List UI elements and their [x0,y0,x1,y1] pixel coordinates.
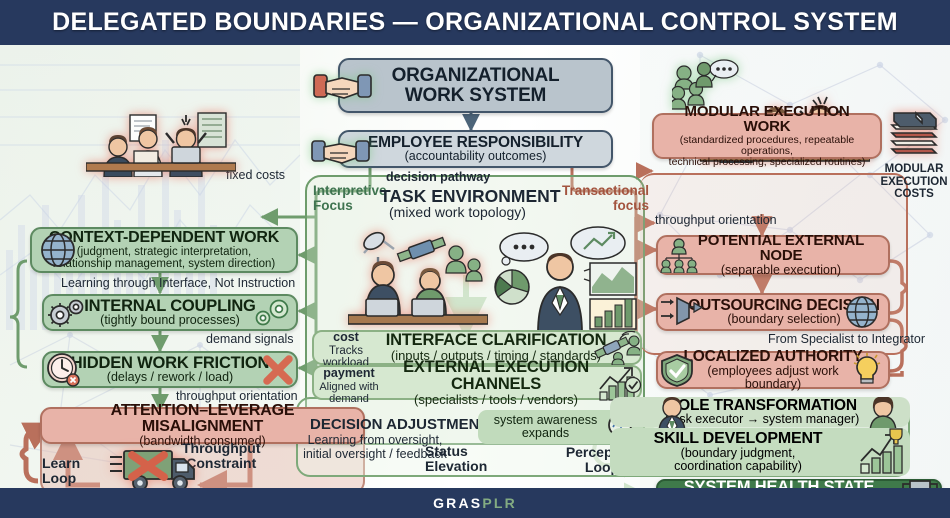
remote-work-icon [348,231,488,325]
gears-icon [48,299,84,327]
node-organizational-work-system[interactable]: ORGANIZATIONAL WORK SYSTEM [338,58,613,113]
shield-check-icon [661,354,693,387]
node-role-transformation[interactable]: ROLE TRANSFORMATION (task executor → sys… [610,397,910,427]
node-subtitle: (delays / rework / load) [106,370,234,385]
node-subtitle: (accountability outcomes) [404,149,547,164]
growth-chart-icon [599,367,642,401]
node-title: MODULAR EXECUTION WORK [684,103,850,136]
label-throughput-constraint: Throughput Constraint [182,440,261,472]
node-title: ROLE TRANSFORMATION [667,396,857,414]
panel-center-task-environment [305,175,645,445]
tag-payment-sub: Aligned with demand [319,380,379,405]
globe-icon [846,296,878,328]
node-title: ORGANIZATIONAL WORK SYSTEM [391,65,560,106]
truck-blocked-icon [110,450,195,488]
team-group-icon [672,59,739,110]
diagram-canvas: ORGANIZATIONAL WORK SYSTEM EMPLOYEE RESP… [0,45,950,488]
node-system-health-state[interactable]: SYSTEM HEALTH STATE (adaptive coupling, … [656,479,942,488]
lightbulb-icon [853,353,881,384]
node-title: CONTEXT-DEPENDENT WORK [48,228,280,246]
page-header: DELEGATED BOUNDARIES — ORGANIZATIONAL CO… [0,0,950,45]
label-learn-loop: Learn Loop [42,455,81,487]
label-learning-through-interface: Learning through Interface, Not Instruct… [61,276,296,290]
stressed-team-icon [86,112,236,177]
node-subtitle: (specialists / tools / vendors) [413,391,578,407]
node-interface-clarification[interactable]: INTERFACE CLARIFICATION (inputs / output… [312,330,642,365]
node-potential-external-node[interactable]: POTENTIAL EXTERNAL NODE (separable execu… [656,232,890,277]
node-subtitle: (judgment, strategic interpretation, rel… [52,246,276,271]
label-throughput-orientation-left: throughput orientation [176,389,298,403]
node-attention-leverage-misalignment[interactable]: ATTENTION–LEVERAGE MISALIGNMENT (bandwid… [40,402,365,448]
node-modular-execution-work[interactable]: MODULAR EXECUTION WORK (standardized pro… [652,104,882,167]
node-subtitle: (bandwidth consumed) [139,434,266,449]
org-tree-icon [660,238,698,273]
handshake-icon [311,140,370,164]
node-subtitle: (standardized procedures, repeatable ope… [668,133,866,168]
tag-payment-title: payment [323,366,375,380]
label-decision-adjustment-title: DECISION ADJUSTMENT [310,416,489,433]
node-hidden-work-friction[interactable]: HIDDEN WORK FRICTION (delays / rework / … [42,351,298,388]
tag-payment: payment Aligned with demand [314,366,384,405]
node-subtitle: (boundary judgment, coordination capabil… [674,446,802,474]
node-label: system awareness expands [493,412,598,440]
brand-logo: GRASPLR [433,495,517,511]
node-subtitle: (task executor → system manager) [664,412,860,427]
label-throughput-orientation-right: throughput orientation [655,213,777,227]
node-title: LOCALIZED AUTHORITY [683,347,863,365]
node-title: EXTERNAL EXECUTION CHANNELS [403,357,589,393]
page-footer: GRASPLR [0,488,950,518]
gears-icon [255,299,289,326]
node-skill-development[interactable]: SKILL DEVELOPMENT (boundary judgment, co… [610,428,910,476]
brand-part-2: PLR [482,495,517,511]
node-title: ATTENTION–LEVERAGE MISALIGNMENT [110,401,295,435]
label-task-environment-subtitle: (mixed work topology) [389,204,526,220]
label-transactional-focus: Transactional focus [561,183,649,213]
node-subtitle: (employees adjust work boundary) [707,363,839,391]
globe-icon [41,233,75,267]
node-localized-authority[interactable]: LOCALIZED AUTHORITY (employees adjust wo… [656,347,890,391]
node-title: EMPLOYEE RESPONSIBILITY [367,133,584,151]
node-title: POTENTIAL EXTERNAL NODE [697,232,865,265]
clock-icon [47,353,80,387]
page-title: DELEGATED BOUNDARIES — ORGANIZATIONAL CO… [52,8,898,36]
node-title: SKILL DEVELOPMENT [653,429,823,447]
node-subtitle: (separable execution) [720,262,842,277]
analyst-icon [494,226,637,333]
label-specialist-to-integrator: From Specialist to Integrator [768,332,926,346]
cross-icon [263,355,293,385]
node-title: SYSTEM HEALTH STATE [683,478,875,488]
label-decision-pathway: decision pathway [386,170,491,184]
label-fixed-costs: fixed costs [226,168,286,182]
label-status-elevation: Status Elevation [425,443,488,475]
node-subtitle: (boundary selection) [727,312,841,327]
label-task-environment-title: TASK ENVIRONMENT [380,186,561,206]
label-decision-adjustment-subtitle: Learning from oversight, initial oversig… [303,433,447,461]
node-title: OUTSOURCING DECISION [688,296,880,314]
node-external-execution-channels[interactable]: EXTERNAL EXECUTION CHANNELS (specialists… [312,359,642,406]
books-stack-icon [890,111,938,154]
node-subtitle: (tightly bound processes) [100,313,240,328]
label-interpretive-focus: Interpretive Focus [313,183,387,213]
label-demand-signals: demand signals [206,332,294,346]
brand-part-1: GRAS [433,495,483,511]
label-modular-execution-costs: MODULAR EXECUTION COSTS [880,163,948,201]
node-internal-coupling[interactable]: INTERNAL COUPLING (tightly bound process… [42,294,298,331]
satellite-icon [594,331,640,365]
tag-cost-title: cost [333,330,359,344]
node-title: INTERNAL COUPLING [84,296,256,315]
node-title: HIDDEN WORK FRICTION [70,353,270,372]
bar-growth-icon [860,428,903,474]
trophy-icon [902,480,938,488]
node-employee-responsibility[interactable]: EMPLOYEE RESPONSIBILITY (accountability … [338,130,613,168]
handshake-icon [313,74,372,99]
node-title: INTERFACE CLARIFICATION [385,331,607,350]
funnel-icon [661,296,704,326]
node-subtitle: (inputs / outputs / timing / standards) [390,348,602,364]
